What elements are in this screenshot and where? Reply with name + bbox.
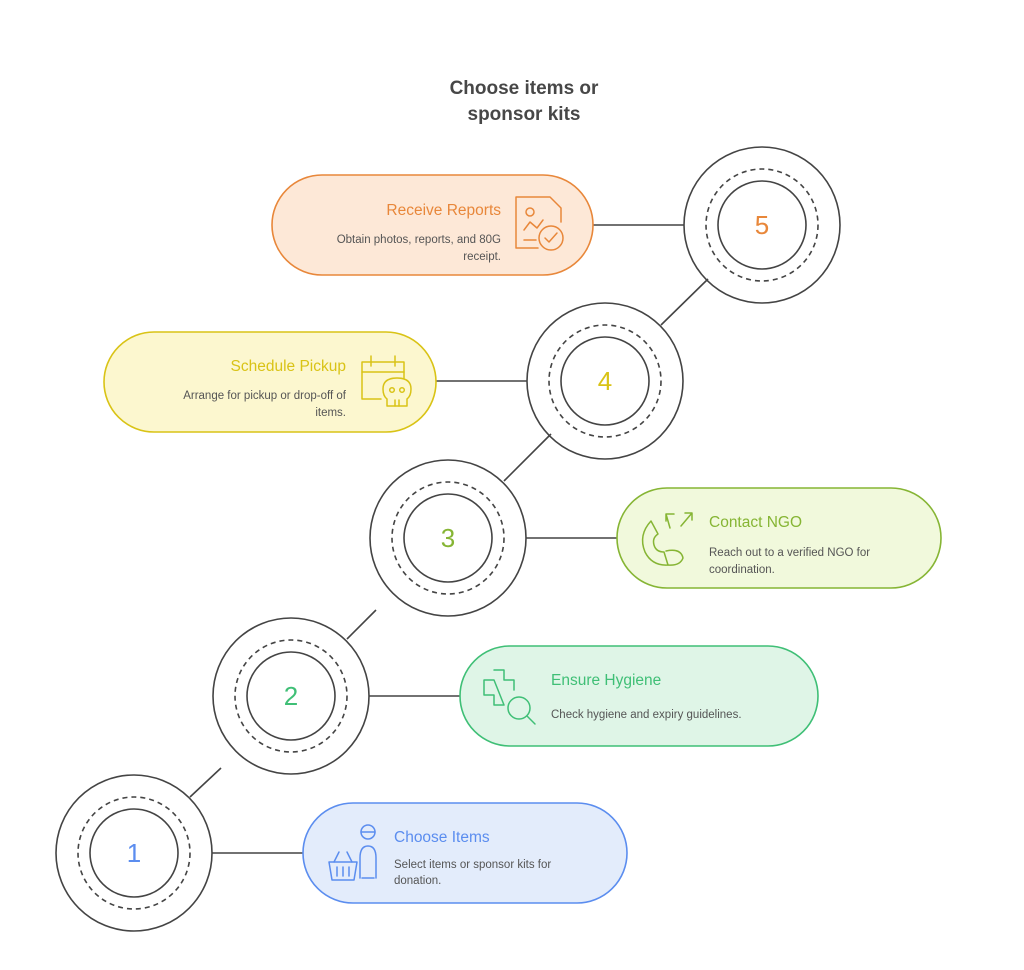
diagram-title-line-1: Choose items or	[449, 78, 599, 99]
step-desc-5-line-1: Obtain photos, reports, and 80G	[337, 234, 501, 246]
step-card-2: Ensure Hygiene Check hygiene and expiry …	[459, 645, 819, 747]
medical-cross-search-icon	[483, 669, 536, 725]
step-title-2: Ensure Hygiene	[551, 672, 661, 689]
step-circle-5: 5	[683, 146, 841, 304]
diagram-title: Choose items or sponsor kits	[374, 76, 674, 128]
document-check-icon	[515, 196, 564, 251]
step-desc-5-line-2: receipt.	[463, 251, 501, 263]
step-circle-4: 4	[526, 278, 709, 460]
step-desc-3-line-1: Reach out to a verified NGO for	[709, 547, 870, 559]
step-number-1: 1	[127, 838, 141, 868]
phone-arrows-icon	[641, 512, 693, 566]
step-desc-1-line-1: Select items or sponsor kits for	[394, 859, 551, 871]
step-title-4: Schedule Pickup	[231, 358, 346, 375]
step-desc-3-line-2: coordination.	[709, 564, 775, 576]
step-circle-3: 3	[369, 433, 552, 617]
step-title-3: Contact NGO	[709, 514, 802, 531]
step-card-3: Contact NGO Reach out to a verified NGO …	[616, 487, 942, 589]
step-card-4: Schedule Pickup Arrange for pickup or dr…	[103, 331, 437, 433]
step-card-1: Choose Items Select items or sponsor kit…	[302, 802, 628, 904]
step-number-3: 3	[441, 523, 455, 553]
step-number-2: 2	[284, 681, 298, 711]
step-card-5: Receive Reports Obtain photos, reports, …	[271, 174, 594, 276]
calendar-skull-icon	[361, 355, 412, 407]
step-circle-2: 2	[212, 609, 377, 775]
diagram-title-line-2: sponsor kits	[467, 104, 581, 125]
step-number-5: 5	[755, 210, 769, 240]
step-desc-2-line-1: Check hygiene and expiry guidelines.	[551, 709, 742, 721]
step-number-4: 4	[598, 366, 612, 396]
step-title-5: Receive Reports	[386, 202, 501, 219]
step-desc-1-line-2: donation.	[394, 875, 441, 887]
step-circle-1: 1	[55, 767, 222, 932]
shopping-basket-person-icon	[328, 824, 377, 881]
step-desc-4-line-1: Arrange for pickup or drop-off of	[183, 390, 347, 402]
step-desc-4-line-2: items.	[315, 407, 346, 419]
step-title-1: Choose Items	[394, 829, 490, 846]
